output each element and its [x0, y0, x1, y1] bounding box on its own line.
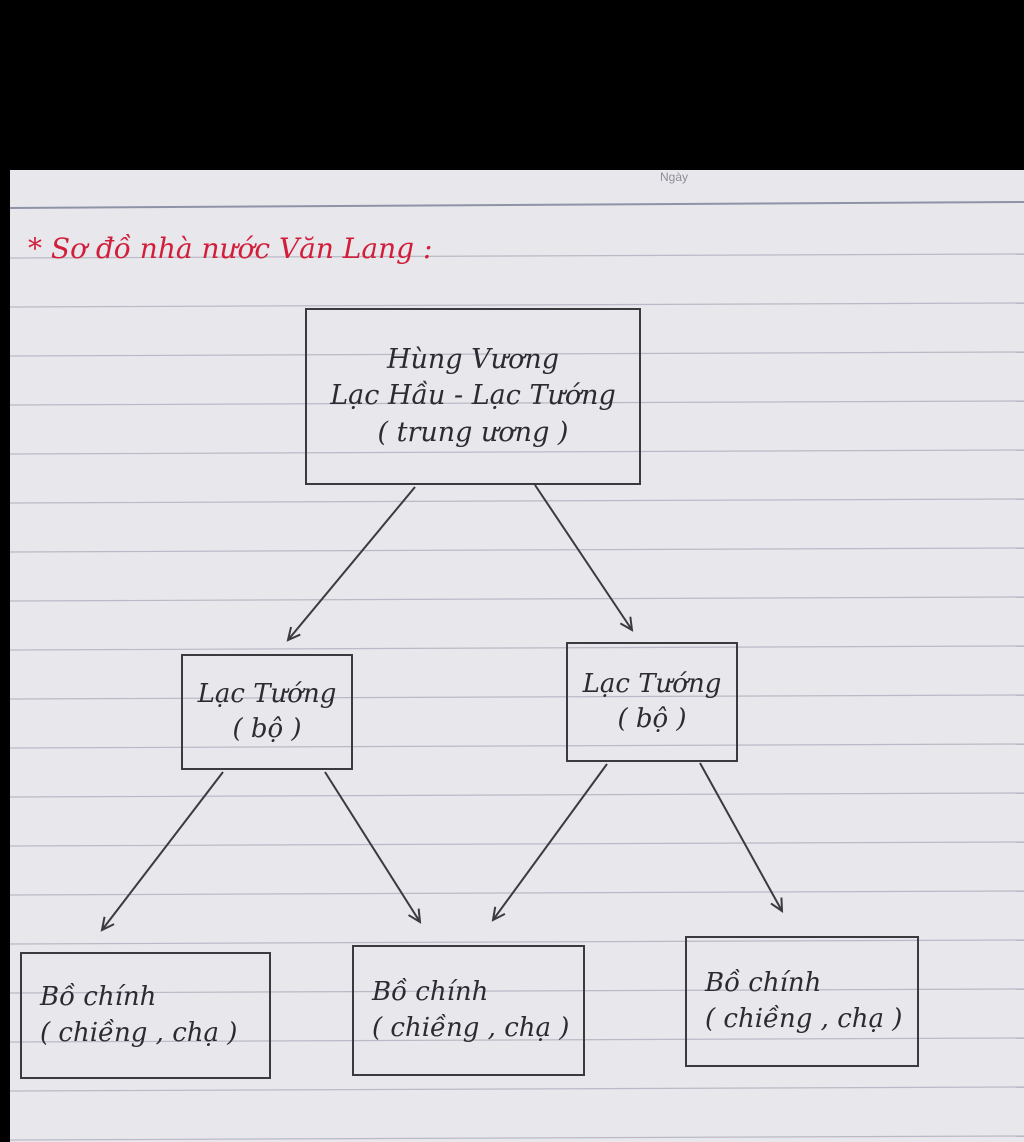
node-mid-right-line2: ( bộ ): [617, 704, 687, 734]
ruled-line: [10, 1037, 1024, 1043]
node-bo-chinh-right: Bồ chính ( chiềng , chạ ): [685, 936, 919, 1067]
ruled-line: [10, 645, 1024, 651]
node-top-line1: Hùng Vương: [386, 343, 559, 375]
node-hung-vuong: Hùng Vương Lạc Hầu - Lạc Tướng ( trung ư…: [305, 308, 641, 485]
diagram-title: * Sơ đồ nhà nước Văn Lang :: [28, 232, 433, 265]
ruled-lines: [10, 201, 1024, 1141]
ruled-line: [10, 743, 1024, 749]
node-bottom-left-line2: ( chiềng , chạ ): [40, 1017, 238, 1048]
node-top-line3: ( trung ương ): [377, 416, 569, 448]
top-black-band: [0, 0, 1024, 170]
node-bottom-left-line1: Bồ chính: [40, 982, 157, 1013]
ruled-line: [10, 400, 1024, 406]
ruled-line: [10, 253, 1024, 259]
node-bottom-center-line2: ( chiềng , chạ ): [372, 1012, 570, 1043]
node-bottom-center-line1: Bồ chính: [372, 977, 489, 1008]
notebook-page: Ngày * Sơ đồ nhà nước Văn Lang : Hùng Vư…: [10, 170, 1024, 1142]
header-date-label: Ngày: [660, 170, 689, 184]
node-top-line2: Lạc Hầu - Lạc Tướng: [330, 380, 616, 412]
ruled-line: [10, 302, 1024, 308]
ruled-line: [10, 939, 1024, 945]
ruled-line: [10, 792, 1024, 798]
edge-top-to-mid-right: [534, 484, 634, 632]
diagram-edges: [100, 484, 784, 932]
ruled-line: [10, 498, 1024, 504]
node-bo-chinh-center: Bồ chính ( chiềng , chạ ): [352, 945, 585, 1076]
node-bo-chinh-left: Bồ chính ( chiềng , chạ ): [20, 952, 271, 1079]
node-mid-left-line1: Lạc Tướng: [197, 678, 337, 709]
node-lac-tuong-left: Lạc Tướng ( bộ ): [181, 654, 353, 770]
ruled-line: [10, 596, 1024, 602]
node-bottom-right-line2: ( chiềng , chạ ): [705, 1003, 903, 1034]
node-mid-right-line1: Lạc Tướng: [582, 668, 722, 699]
page-top-rule: [10, 201, 1024, 209]
edge-mid-left-to-bottom-left: [100, 771, 224, 932]
ruled-line: [10, 694, 1024, 700]
edge-mid-right-to-bottom-right: [699, 762, 784, 913]
node-mid-left-line2: ( bộ ): [232, 714, 302, 744]
node-lac-tuong-right: Lạc Tướng ( bộ ): [566, 642, 738, 762]
ruled-line: [10, 988, 1024, 994]
ruled-line: [10, 841, 1024, 847]
ruled-line: [10, 1086, 1024, 1092]
ruled-line: [10, 449, 1024, 455]
edge-top-to-mid-left: [286, 486, 416, 642]
ruled-line: [10, 351, 1024, 357]
ruled-line: [10, 890, 1024, 896]
ruled-line: [10, 547, 1024, 553]
edge-mid-left-to-bottom-center: [324, 771, 422, 924]
edge-mid-right-to-bottom-center: [491, 763, 608, 922]
ruled-line: [10, 1135, 1024, 1141]
node-bottom-right-line1: Bồ chính: [705, 968, 822, 999]
